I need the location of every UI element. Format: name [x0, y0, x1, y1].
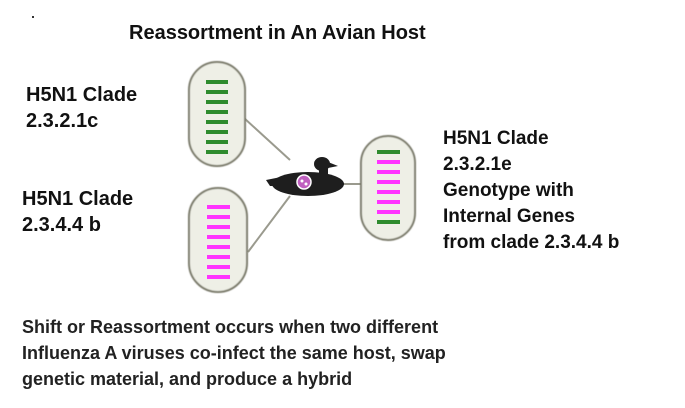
reassortment-diagram	[188, 61, 416, 293]
result-label-line: from clade 2.3.4.4 b	[443, 232, 620, 253]
gene-segment	[206, 80, 228, 84]
caption-line: genetic material, and produce a hybrid	[22, 369, 353, 389]
connector-line-b	[247, 195, 291, 253]
diagram-title: Reassortment in An Avian Host	[129, 22, 426, 44]
result-virus-label: H5N1 Clade 2.3.2.1e Genotype with Intern…	[443, 126, 619, 256]
gene-segment	[377, 170, 400, 174]
gene-segment	[206, 140, 228, 144]
gene-segment	[207, 205, 230, 209]
gene-segment	[207, 265, 230, 269]
result-virus-segments	[377, 150, 400, 224]
duck-icon	[266, 157, 344, 196]
gene-segment	[377, 150, 400, 154]
gene-segment	[377, 180, 400, 184]
gene-segment	[377, 200, 400, 204]
result-virus-capsule	[360, 135, 416, 241]
result-label-line: H5N1 Clade	[443, 128, 549, 149]
virus-particle-icon	[296, 174, 312, 190]
result-label-line: 2.3.2.1e	[443, 154, 512, 175]
virus-a-label: H5N1 Clade 2.3.2.1c	[26, 82, 137, 134]
gene-segment	[206, 130, 228, 134]
connector-line-a	[243, 117, 291, 161]
gene-segment	[377, 220, 400, 224]
virus-a-label-line1: H5N1 Clade	[26, 84, 138, 106]
virus-a-segments	[206, 80, 228, 154]
virus-a-label-line2: 2.3.2.1c	[26, 110, 99, 132]
gene-segment	[377, 160, 400, 164]
gene-segment	[206, 90, 228, 94]
caption: Shift or Reassortment occurs when two di…	[22, 314, 446, 392]
virus-b-label: H5N1 Clade 2.3.4.4 b	[22, 186, 133, 238]
gene-segment	[207, 245, 230, 249]
gene-segment	[206, 150, 228, 154]
gene-segment	[206, 120, 228, 124]
result-label-line: Internal Genes	[443, 206, 575, 227]
virus-b-label-line1: H5N1 Clade	[22, 188, 134, 210]
caption-line: Influenza A viruses co-infect the same h…	[22, 343, 446, 363]
gene-segment	[206, 110, 228, 114]
gene-segment	[207, 275, 230, 279]
gene-segment	[207, 225, 230, 229]
caption-line: Shift or Reassortment occurs when two di…	[22, 317, 439, 337]
virus-b-segments	[207, 205, 230, 279]
corner-dot	[32, 16, 34, 18]
virus-b-label-line2: 2.3.4.4 b	[22, 214, 101, 236]
gene-segment	[207, 235, 230, 239]
virus-b-capsule	[188, 187, 248, 293]
result-label-line: Genotype with	[443, 180, 574, 201]
gene-segment	[377, 190, 400, 194]
gene-segment	[377, 210, 400, 214]
gene-segment	[207, 215, 230, 219]
gene-segment	[207, 255, 230, 259]
gene-segment	[206, 100, 228, 104]
